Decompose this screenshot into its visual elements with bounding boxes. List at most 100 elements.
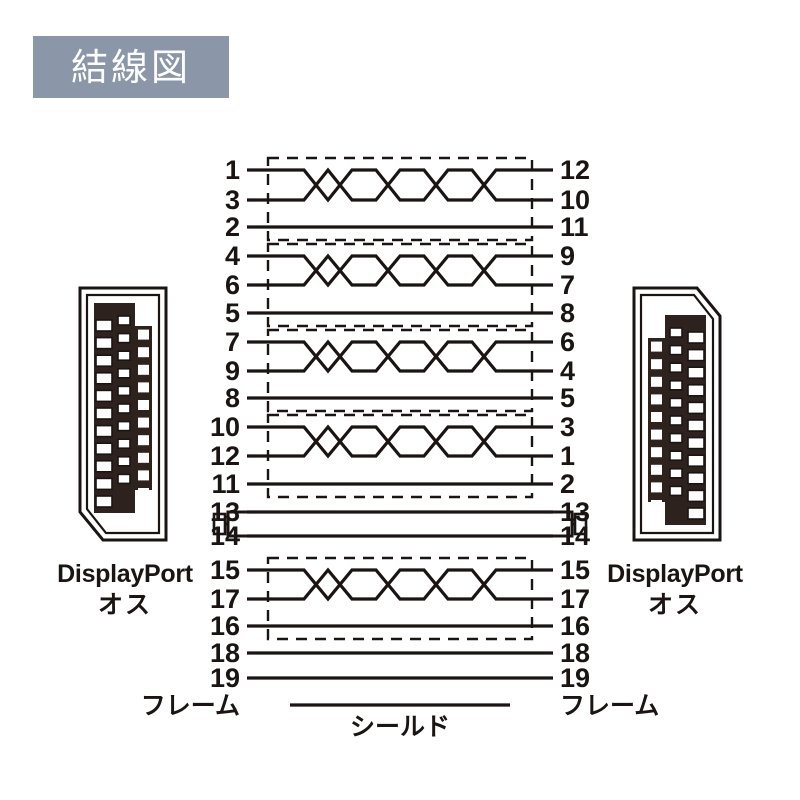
connector-pin xyxy=(95,442,113,456)
pin-number-right: 19 xyxy=(560,663,590,693)
pin-number-right: 13 xyxy=(560,497,590,527)
connector-pin xyxy=(117,332,131,344)
connector-pin xyxy=(651,429,662,440)
connector-pin xyxy=(138,382,149,393)
twisted-wire xyxy=(247,339,553,373)
pin-number-left: 2 xyxy=(225,212,240,242)
connector-pin xyxy=(651,376,662,387)
right-connector-name: DisplayPort xyxy=(607,560,743,588)
connector-pin xyxy=(669,485,683,497)
connector-pin xyxy=(669,397,683,409)
connector-pin xyxy=(669,379,683,391)
connector-pin xyxy=(651,412,662,422)
connector-pin xyxy=(687,471,705,485)
connector-pin xyxy=(95,477,113,491)
connector-pin xyxy=(669,362,683,374)
connector-pin xyxy=(138,329,149,340)
connector-pin xyxy=(687,401,705,415)
connector-pin xyxy=(138,347,149,358)
connector-pin xyxy=(117,315,131,326)
right-resistor-box xyxy=(573,512,588,536)
pin-number-left: 12 xyxy=(210,441,240,471)
connector-pin xyxy=(95,319,113,332)
connector-pin xyxy=(95,424,113,438)
pin-number-right: 8 xyxy=(560,298,575,328)
pin-number-right: 7 xyxy=(560,270,575,300)
left-connector-graphic xyxy=(78,286,168,542)
twisted-wire xyxy=(247,425,553,459)
pin-number-left: 5 xyxy=(225,298,240,328)
left-connector-label: DisplayPort オス xyxy=(5,560,245,619)
left-connector-pins xyxy=(95,312,149,508)
left-connector-name: DisplayPort xyxy=(57,560,193,588)
connector-pin xyxy=(117,350,131,362)
pin-number-right: 18 xyxy=(560,638,590,668)
left-resistor-symbol xyxy=(212,510,247,538)
connector-pin xyxy=(687,331,705,344)
pin-number-left: 15 xyxy=(210,555,240,585)
pin-number-right: 2 xyxy=(560,469,575,499)
left-resistor-box xyxy=(212,512,227,536)
right-resistor-symbol xyxy=(553,510,588,538)
connector-pin xyxy=(117,403,131,414)
pin-number-left: 17 xyxy=(210,584,240,614)
pin-number-right: 16 xyxy=(560,611,590,641)
twisted-wire xyxy=(247,253,553,287)
twisted-wire xyxy=(247,424,553,458)
connector-pin xyxy=(651,341,662,352)
title-badge: 結線図 xyxy=(33,36,229,98)
connector-pin xyxy=(138,400,149,410)
connector-pin xyxy=(138,417,149,428)
connector-pin xyxy=(138,470,149,481)
pin-number-left: 7 xyxy=(225,327,240,357)
pin-number-left: 10 xyxy=(210,412,240,442)
pin-number-left: 11 xyxy=(211,469,240,499)
pin-number-right: 10 xyxy=(560,185,590,215)
connector-pin xyxy=(669,467,683,479)
connector-pin xyxy=(651,359,662,370)
connector-pin xyxy=(138,488,149,498)
connector-pin xyxy=(687,366,705,380)
pin-number-left: 13 xyxy=(210,497,240,527)
pin-number-right: 12 xyxy=(560,155,590,185)
connector-pin xyxy=(651,447,662,458)
connector-pin xyxy=(651,394,662,405)
connector-pin xyxy=(687,383,705,397)
pin-number-right: 3 xyxy=(560,412,575,442)
connector-pin xyxy=(669,327,683,338)
pin-number-left: 18 xyxy=(210,638,240,668)
connector-pin xyxy=(95,336,113,350)
connector-pin xyxy=(117,455,131,467)
connector-pin xyxy=(95,459,113,473)
pin-number-left: 16 xyxy=(210,611,240,641)
pin-number-left: フレーム xyxy=(141,691,240,720)
twisted-wire xyxy=(247,340,553,374)
connector-pin xyxy=(95,389,113,403)
connector-pin xyxy=(687,454,705,468)
pin-number-left: 9 xyxy=(225,356,240,386)
connector-pin xyxy=(117,367,131,379)
pin-number-right: 17 xyxy=(560,584,590,614)
right-connector-pins xyxy=(651,324,705,520)
connector-pin xyxy=(95,495,113,508)
connector-pin xyxy=(651,482,662,493)
connector-pin xyxy=(117,438,131,450)
wire-lines xyxy=(247,167,553,707)
pin-number-right: 15 xyxy=(560,555,590,585)
connector-pin xyxy=(138,364,149,375)
right-connector-graphic xyxy=(632,286,722,542)
connector-pin xyxy=(687,436,705,450)
connector-pin xyxy=(669,415,683,426)
connector-pin xyxy=(95,371,113,385)
connector-pin xyxy=(95,407,113,420)
pin-number-right: 6 xyxy=(560,327,575,357)
pin-number-right: 9 xyxy=(560,241,575,271)
shield-line-label: シールド xyxy=(350,712,450,741)
connector-pin xyxy=(687,507,705,520)
connector-pin xyxy=(669,450,683,462)
twisted-wire xyxy=(247,568,553,602)
pin-number-left: 1 xyxy=(225,155,240,185)
